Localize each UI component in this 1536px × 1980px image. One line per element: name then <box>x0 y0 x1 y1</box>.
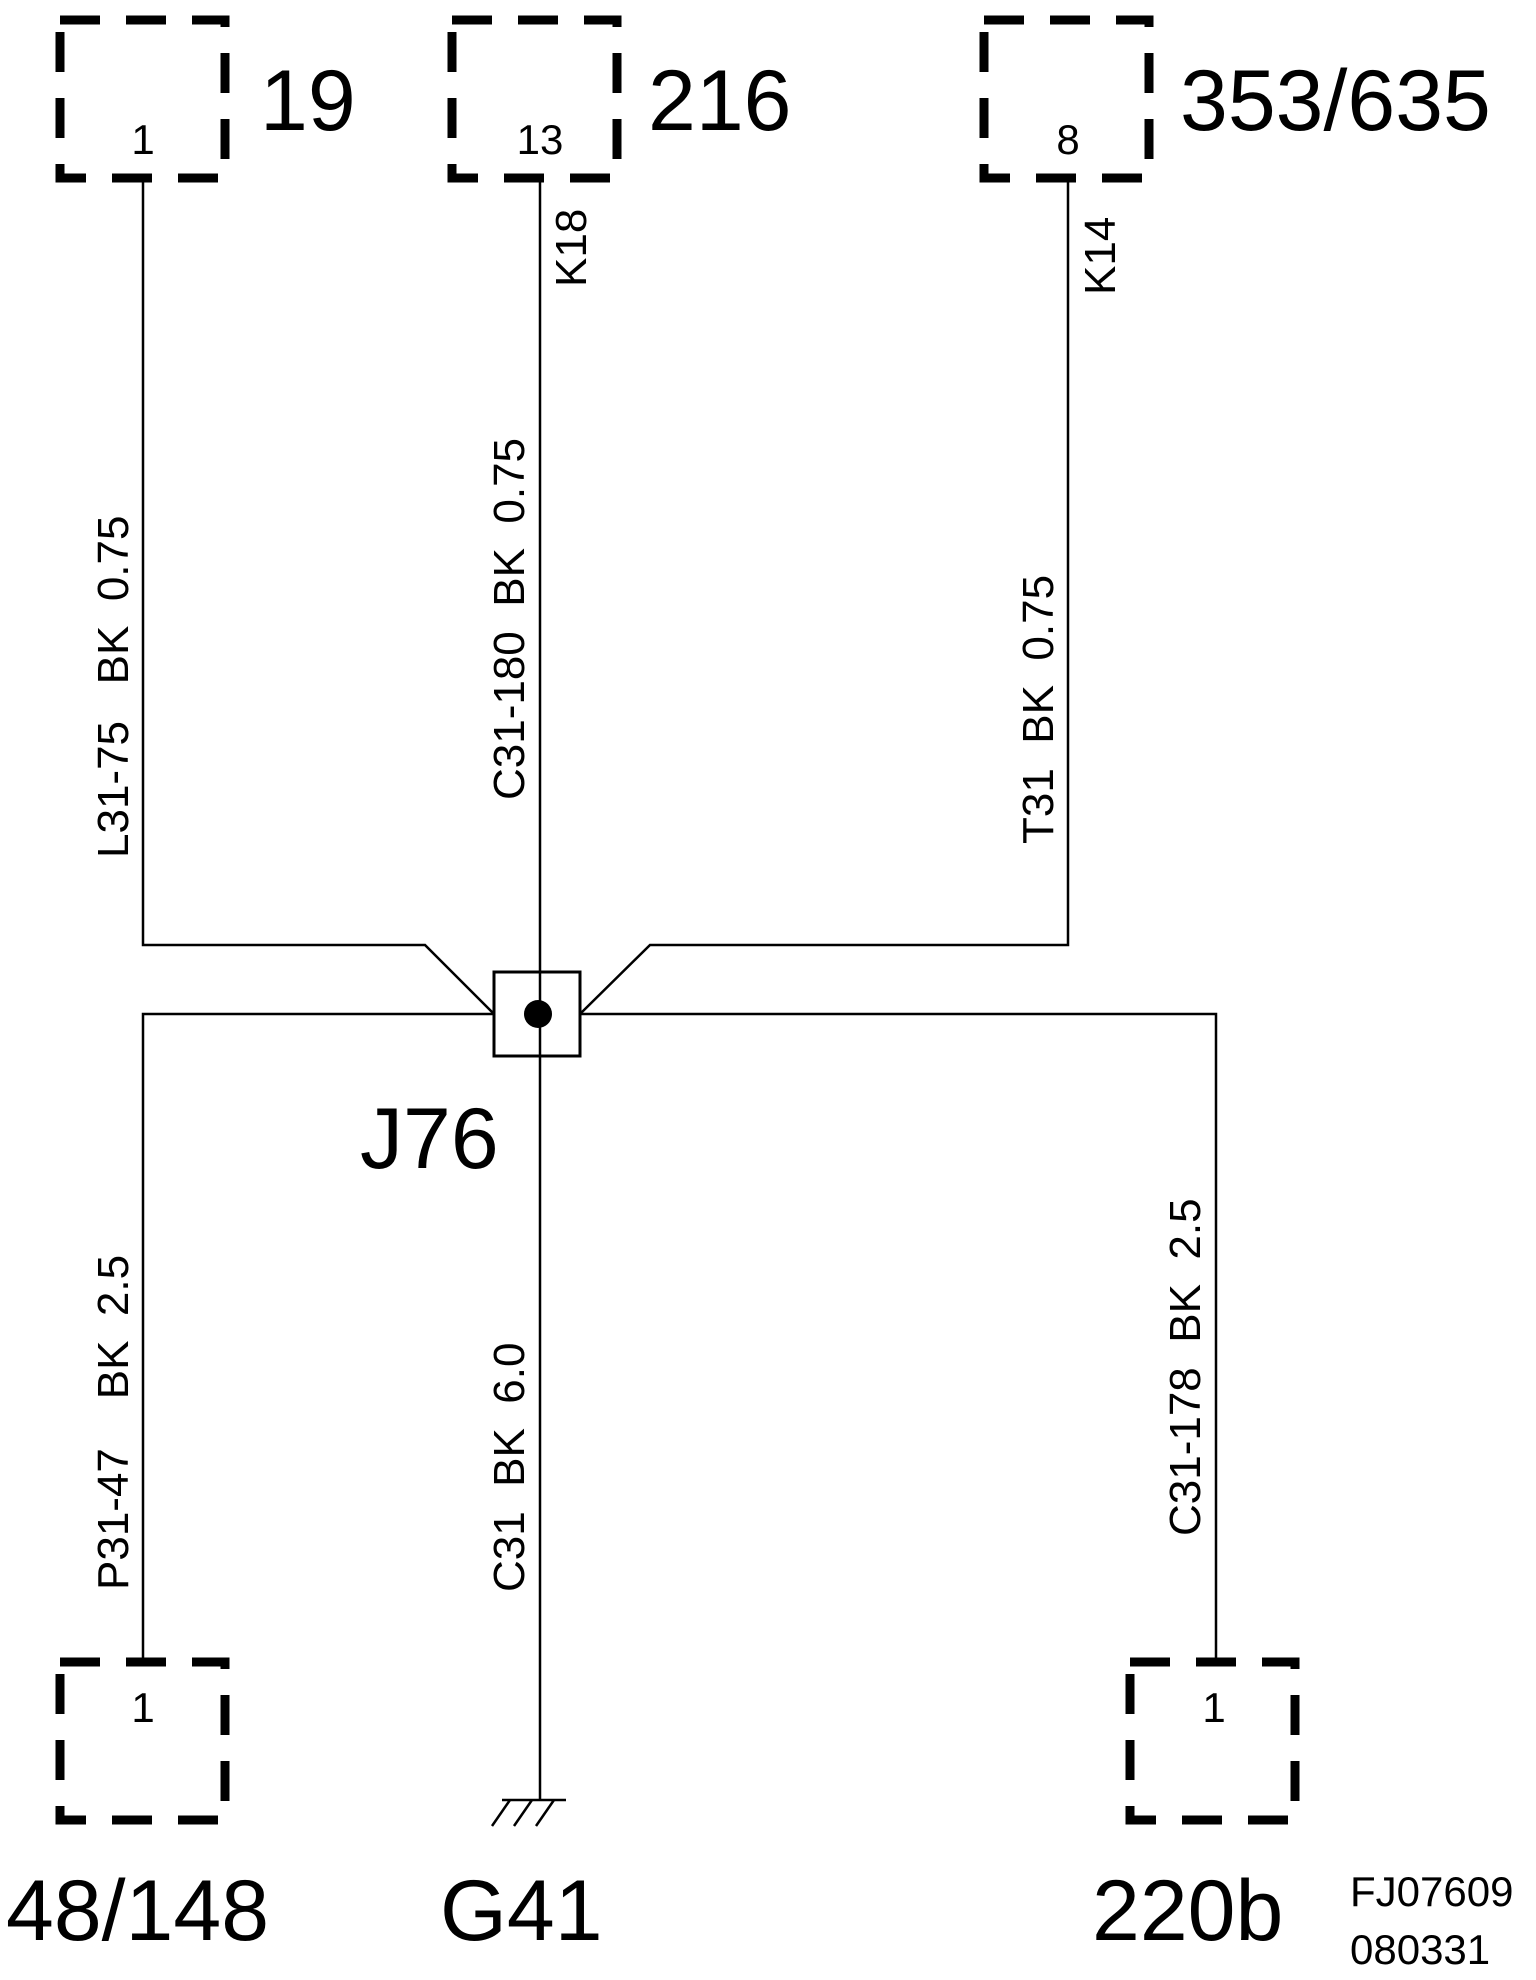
ground-g41: G41 <box>440 1798 603 1959</box>
wire-c31-178 <box>580 1012 1218 1662</box>
connector-216: 13 216 <box>447 15 792 183</box>
document-reference: FJ07609 080331 <box>1350 1868 1513 1973</box>
connector-220b-pin: 1 <box>1202 1684 1225 1731</box>
wire-p31-47 <box>141 1012 494 1662</box>
splice-dot <box>524 1000 552 1028</box>
connector-220b: 1 220b <box>1092 1657 1300 1959</box>
connector-19: 1 19 <box>55 15 356 183</box>
ground-icon <box>490 1798 566 1827</box>
wire-label-l31-75: L31-75 BK 0.75 <box>89 516 138 858</box>
connector-216-pin: 13 <box>517 116 564 163</box>
connector-353-635-pin: 8 <box>1056 116 1079 163</box>
connector-353-635: 8 353/635 <box>979 15 1491 183</box>
wire-label-t31: T31 BK 0.75 <box>1014 575 1063 844</box>
connector-220b-box <box>1125 1657 1300 1825</box>
wire-label-c31-178: C31-178 BK 2.5 <box>1161 1198 1210 1536</box>
connector-19-box <box>55 15 230 183</box>
wire-label-c31: C31 BK 6.0 <box>485 1343 534 1592</box>
connector-353-635-label: 353/635 <box>1180 53 1491 149</box>
connector-19-label: 19 <box>260 53 356 149</box>
connector-216-label: 216 <box>648 53 792 149</box>
wire-label-p31-47: P31-47 BK 2.5 <box>89 1255 138 1590</box>
connector-220b-label: 220b <box>1092 1863 1283 1959</box>
connector-48-148: 1 48/148 <box>6 1657 269 1959</box>
wire-cavity-k14: K14 <box>1076 217 1125 295</box>
connector-19-pin: 1 <box>131 116 154 163</box>
doc-ref-code: FJ07609 <box>1350 1868 1513 1915</box>
wire-l31-75 <box>141 182 495 1015</box>
connector-216-box <box>447 15 622 183</box>
connector-48-148-box <box>55 1657 230 1825</box>
connector-353-635-box <box>979 15 1154 183</box>
connector-48-148-pin: 1 <box>131 1684 154 1731</box>
splice-j76: J76 <box>360 970 582 1187</box>
splice-label: J76 <box>360 1091 499 1187</box>
wire-label-c31-180: C31-180 BK 0.75 <box>485 438 534 800</box>
splice-box <box>492 970 582 1058</box>
wire-t31 <box>579 182 1070 1015</box>
wire-cavity-k18: K18 <box>547 209 596 287</box>
doc-ref-date: 080331 <box>1350 1926 1490 1973</box>
ground-label: G41 <box>440 1863 603 1959</box>
connector-48-148-label: 48/148 <box>6 1863 269 1959</box>
